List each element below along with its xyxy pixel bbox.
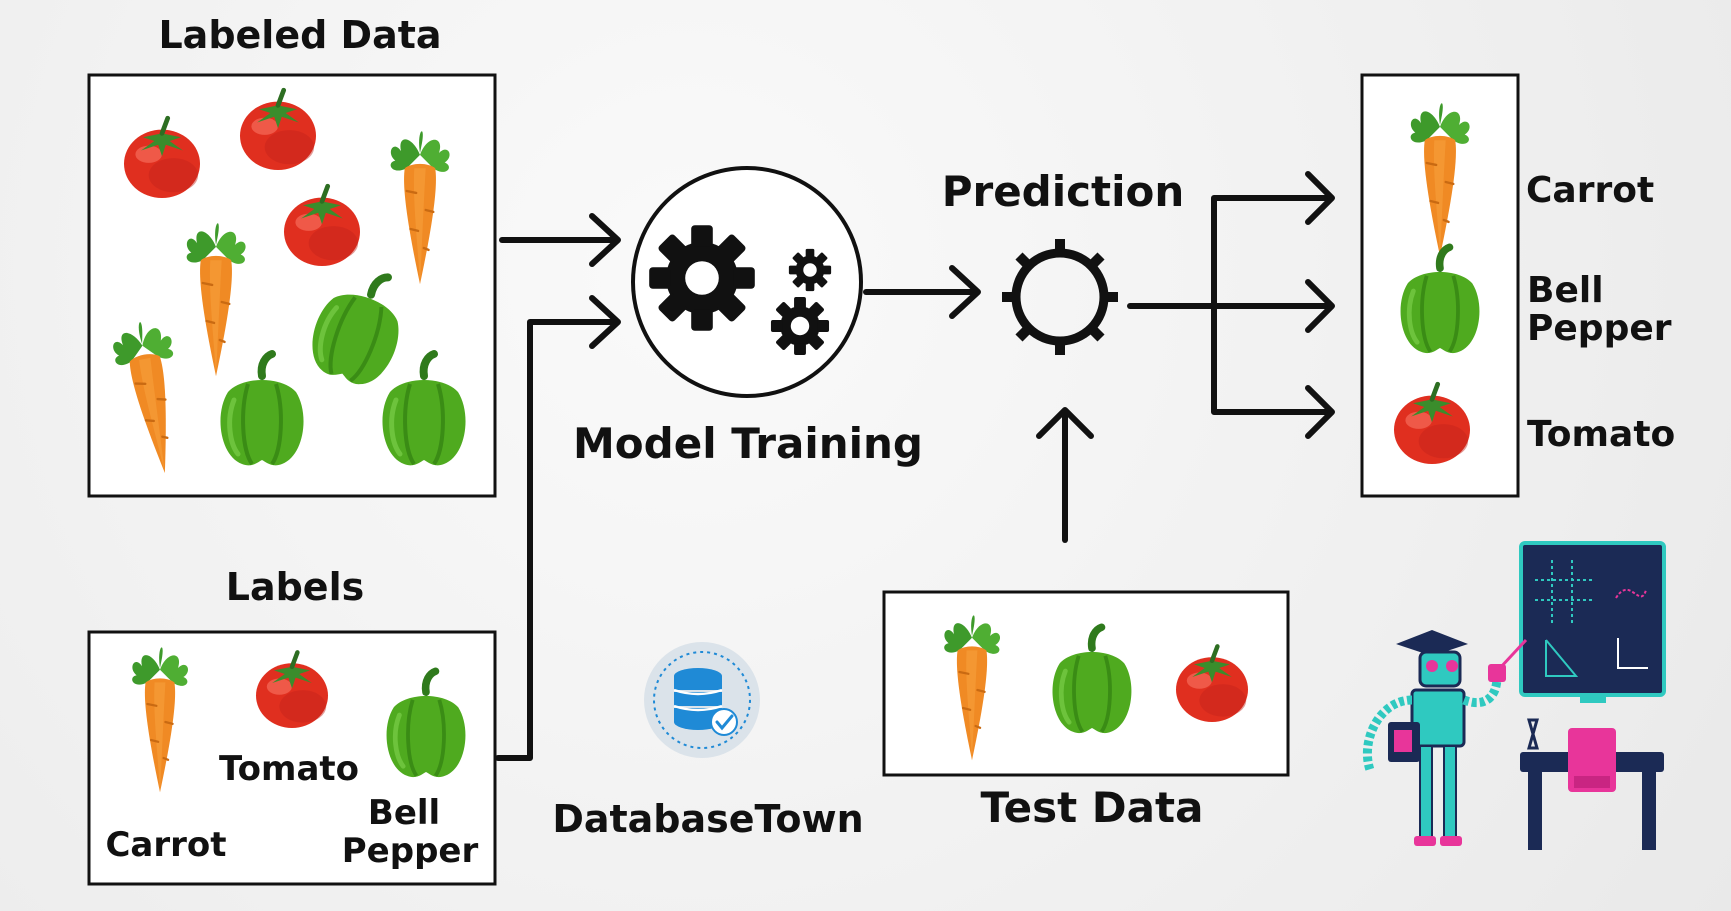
brand-name: DatabaseTown xyxy=(552,797,863,841)
prediction-title: Prediction xyxy=(942,167,1185,216)
label-bell-pepper-line1: Bell xyxy=(368,793,440,833)
robot-teacher-illustration xyxy=(1367,543,1664,850)
label-carrot: Carrot xyxy=(105,825,226,865)
prediction-gear-icon xyxy=(1002,239,1118,355)
model-training-title: Model Training xyxy=(573,419,923,468)
output-label-bell-pepper-line1: Bell xyxy=(1527,270,1604,311)
labels-title: Labels xyxy=(226,565,364,609)
output-label-tomato: Tomato xyxy=(1527,414,1675,455)
label-bell-pepper-line2: Pepper xyxy=(342,831,479,871)
arrow-labels-to-model xyxy=(498,322,612,758)
output-label-bell-pepper-line2: Pepper xyxy=(1527,308,1672,349)
gear-icon xyxy=(771,297,829,355)
test-data-title: Test Data xyxy=(981,783,1204,832)
label-tomato: Tomato xyxy=(219,749,359,789)
output-label-carrot: Carrot xyxy=(1526,170,1654,211)
gear-icon xyxy=(649,225,755,331)
output-label-bell-pepper: Bell Pepper xyxy=(1527,270,1672,349)
labeled-data-title: Labeled Data xyxy=(158,13,441,57)
gear-icon xyxy=(789,249,831,291)
database-icon xyxy=(644,642,760,758)
